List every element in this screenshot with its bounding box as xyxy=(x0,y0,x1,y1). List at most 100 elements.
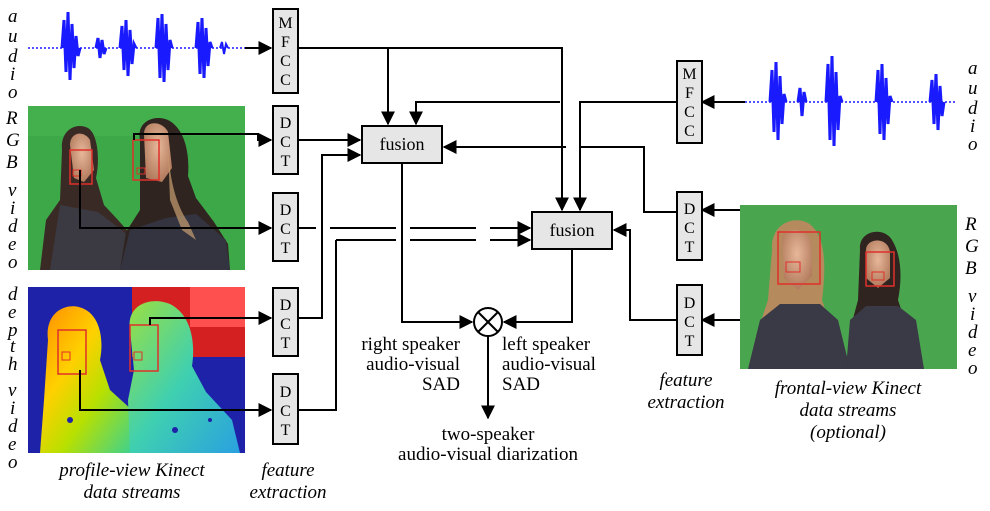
fusion-block-left: fusion xyxy=(361,125,443,164)
dct-letter: D xyxy=(280,384,292,401)
frontal-rgb-image xyxy=(740,205,957,369)
waveform-burst xyxy=(928,73,946,131)
dct-letter: D xyxy=(280,202,292,219)
mfcc-letter: C xyxy=(280,53,291,70)
dct-letter: T xyxy=(281,335,291,352)
rgb-letter: B xyxy=(6,152,18,173)
video-letter: i xyxy=(970,304,975,325)
feature-extraction-left-line2: extraction xyxy=(249,482,326,503)
right-sad-line2: audio-visual xyxy=(366,354,460,375)
mfcc-letter: C xyxy=(684,104,695,121)
audio-label-left: a u d i o xyxy=(8,6,18,103)
dct-block-right-1: D C T xyxy=(676,191,703,261)
video-letter: i xyxy=(10,198,15,219)
audio-letter: u xyxy=(8,26,18,47)
audio-waveform-right xyxy=(745,55,955,147)
right-sad-line3: SAD xyxy=(422,374,460,395)
video-letter: v xyxy=(8,380,17,401)
face-box xyxy=(777,231,821,285)
output-label: two-speaker audio-visual diarization xyxy=(398,424,578,465)
rgb-letter: R xyxy=(5,108,18,129)
waveform-burst xyxy=(194,17,214,79)
mouth-box xyxy=(785,261,801,273)
rgb-letter: G xyxy=(965,236,979,257)
dct-letter: D xyxy=(280,297,292,314)
mouth-box xyxy=(136,167,146,175)
depth-letter: h xyxy=(8,354,18,375)
video-letter: d xyxy=(8,416,18,437)
video-letter: o xyxy=(8,252,18,273)
dct-letter: T xyxy=(685,239,695,256)
depth-letter: d xyxy=(8,284,18,305)
dct-letter: C xyxy=(280,134,291,151)
video-letter: v xyxy=(8,180,17,201)
right-sad-line1: right speaker xyxy=(361,334,460,355)
left-sad-line1: left speaker xyxy=(502,334,591,355)
left-speaker-sad-label: left speaker audio-visual SAD xyxy=(502,334,596,395)
frontal-caption-line3: (optional) xyxy=(810,422,886,443)
audio-letter: o xyxy=(968,134,978,155)
waveform-burst xyxy=(154,13,174,83)
video-letter: d xyxy=(8,216,18,237)
left-sad-line3: SAD xyxy=(502,374,540,395)
fusion-block-right: fusion xyxy=(531,211,613,250)
audio-letter: d xyxy=(8,46,18,67)
dct-letter: T xyxy=(281,422,291,439)
audio-letter: a xyxy=(968,58,978,79)
feature-extraction-right-line2: extraction xyxy=(647,392,724,413)
video-letter: o xyxy=(8,452,18,473)
feature-extraction-left-line1: feature xyxy=(261,460,314,481)
dct-letter: C xyxy=(684,220,695,237)
mouth-box xyxy=(61,351,71,361)
rgb-video-label-left: R G B v i d e o xyxy=(5,108,20,273)
video-letter: e xyxy=(8,234,16,255)
right-speaker-sad-label: right speaker audio-visual SAD xyxy=(361,334,460,395)
audio-letter: a xyxy=(8,6,18,27)
dct-block-left-1: D C T xyxy=(272,105,299,175)
dct-letter: C xyxy=(280,316,291,333)
mfcc-letter: C xyxy=(280,72,291,89)
audio-waveform-left xyxy=(28,11,245,83)
video-letter: i xyxy=(10,398,15,419)
audio-letter: o xyxy=(8,82,18,103)
fusion-label: fusion xyxy=(380,134,425,154)
video-letter: e xyxy=(968,340,976,361)
audio-label-right: a u d i o xyxy=(968,58,978,155)
face-box xyxy=(129,324,159,372)
mfcc-letter: C xyxy=(684,123,695,140)
waveform-burst xyxy=(94,37,108,59)
dct-letter: C xyxy=(280,403,291,420)
depth-video-label-left: d e p t h v i d e o xyxy=(6,284,18,473)
combine-node xyxy=(473,307,503,337)
depth-letter: e xyxy=(8,302,16,323)
profile-caption-line2: data streams xyxy=(84,482,181,503)
profile-depth-image xyxy=(28,287,245,453)
fusion-label: fusion xyxy=(550,220,595,240)
feature-extraction-right-line1: feature xyxy=(659,370,712,391)
dct-letter: D xyxy=(684,201,696,218)
face-box xyxy=(57,329,87,375)
profile-caption-line1: profile-view Kinect xyxy=(57,460,205,481)
video-letter: e xyxy=(8,434,16,455)
mfcc-block-right: M F C C xyxy=(676,60,703,144)
rgb-letter: R xyxy=(964,214,977,235)
waveform-burst xyxy=(796,87,808,117)
output-line2: audio-visual diarization xyxy=(398,444,578,465)
frontal-caption-line2: data streams xyxy=(800,400,897,421)
waveform-burst xyxy=(874,63,894,141)
face-box xyxy=(132,139,160,181)
audio-letter: d xyxy=(968,98,978,119)
audio-letter: i xyxy=(10,64,15,85)
dct-letter: T xyxy=(685,333,695,350)
mfcc-block-left: M F C C xyxy=(272,8,299,94)
depth-letter: t xyxy=(10,336,16,357)
waveform-burst xyxy=(219,40,229,55)
frontal-caption-line1: frontal-view Kinect xyxy=(775,378,922,399)
audio-letter: i xyxy=(970,116,975,137)
dct-letter: T xyxy=(281,240,291,257)
dct-letter: D xyxy=(280,115,292,132)
audio-letter: u xyxy=(968,78,978,99)
mfcc-letter: F xyxy=(685,85,694,102)
rgb-letter: B xyxy=(965,258,977,279)
dct-letter: T xyxy=(281,153,291,170)
